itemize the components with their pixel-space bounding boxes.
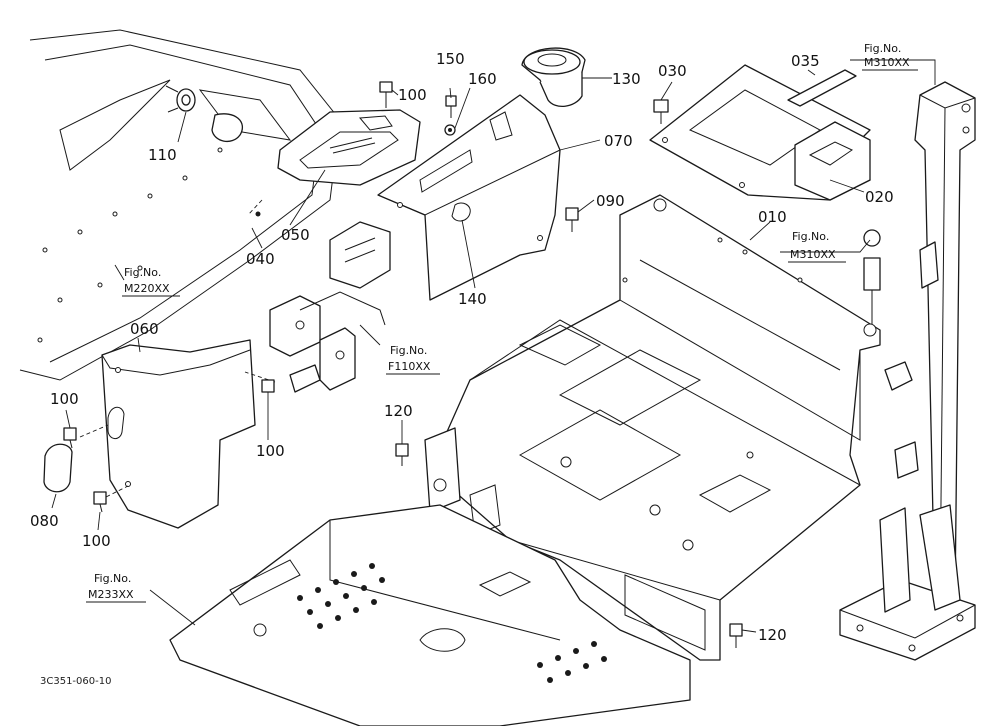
label-120-upper: 120 (384, 402, 413, 420)
rops-post (839, 81, 976, 661)
fig-ref-5-label: Fig.No. (94, 572, 131, 585)
leader-lines (51, 59, 936, 633)
fender-panel (19, 29, 341, 381)
label-035: 035 (791, 52, 820, 70)
part-070-bracket (377, 94, 561, 301)
fig-ref-3-label: Fig.No. (124, 266, 161, 279)
label-100-bottom: 100 (82, 532, 111, 550)
fig-ref-4-label: Fig.No. (390, 344, 427, 357)
part-130-cupholder (521, 47, 586, 107)
label-130: 130 (612, 70, 641, 88)
label-050: 050 (281, 226, 310, 244)
floor-holes (297, 563, 607, 683)
part-010-frame (424, 194, 881, 661)
label-080: 080 (30, 512, 59, 530)
bolts (63, 81, 881, 648)
label-060: 060 (130, 320, 159, 338)
label-090: 090 (596, 192, 625, 210)
part-050-console (247, 109, 421, 217)
label-030: 030 (658, 62, 687, 80)
part-020-plate (649, 64, 871, 201)
fig-ref-5-number: M233XX (88, 588, 134, 601)
label-110: 110 (148, 146, 177, 164)
fig-ref-4-number: F110XX (388, 360, 431, 373)
label-040: 040 (246, 250, 275, 268)
label-160: 160 (468, 70, 497, 88)
part-labels: 010 020 030 035 040 050 060 070 080 090 … (30, 50, 894, 644)
fig-ref-1-number: M310XX (864, 56, 910, 69)
label-100-left: 100 (50, 390, 79, 408)
label-140: 140 (458, 290, 487, 308)
floor-plate (169, 504, 691, 726)
part-035-strip (787, 69, 857, 107)
fig-ref-3-number: M220XX (124, 282, 170, 295)
label-070: 070 (604, 132, 633, 150)
label-100-top: 100 (398, 86, 427, 104)
label-010: 010 (758, 208, 787, 226)
fig-ref-1-label: Fig.No. (864, 42, 901, 55)
fig-ref-2-number: M310XX (790, 248, 836, 261)
label-100-mid: 100 (256, 442, 285, 460)
label-020: 020 (865, 188, 894, 206)
figure-references: Fig.No. M310XX Fig.No. M310XX Fig.No. M2… (86, 42, 918, 603)
part-080-cap (43, 443, 73, 493)
part-060-cover (79, 339, 276, 529)
label-120-lower: 120 (758, 626, 787, 644)
label-150: 150 (436, 50, 465, 68)
fig-ref-2-label: Fig.No. (792, 230, 829, 243)
drawing-code: 3C351-060-10 (40, 676, 111, 687)
bracket-assembly (269, 221, 391, 393)
part-110-grommet (165, 85, 243, 143)
